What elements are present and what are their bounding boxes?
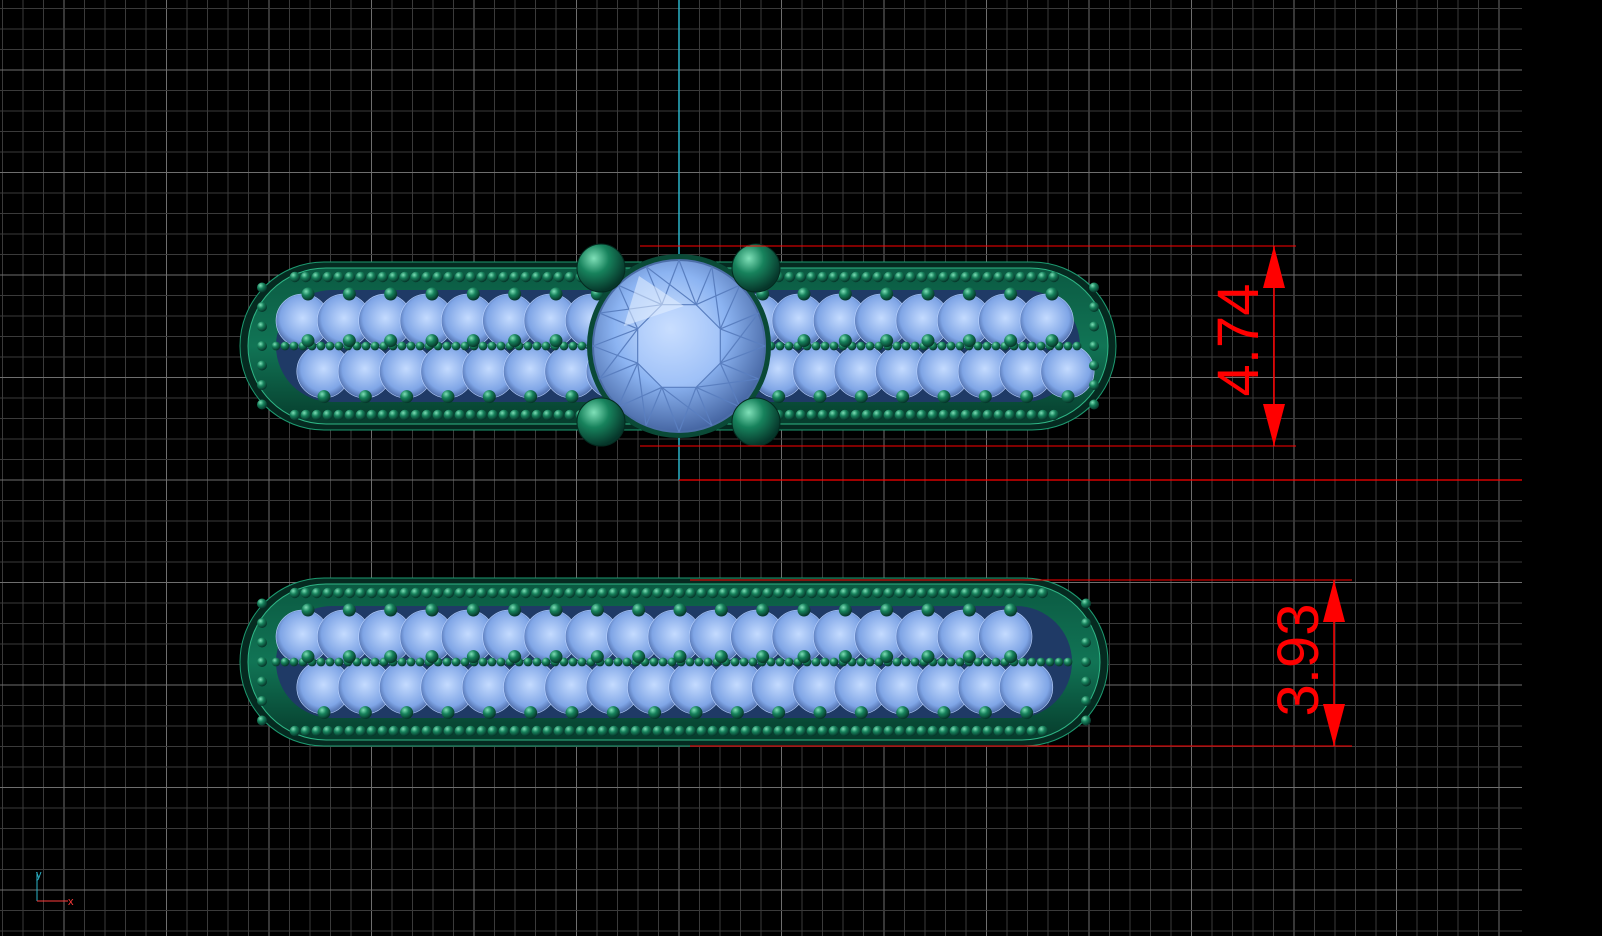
axis-indicator-x-label: x: [68, 896, 74, 908]
engagement-ring[interactable]: [239, 243, 1117, 447]
right-gutter: [1522, 0, 1602, 936]
dimension-label-wedding-band: 3.93: [1266, 604, 1331, 717]
prong-2: [731, 243, 781, 293]
axis-indicator: y x: [36, 869, 74, 908]
dimension-label-engagement-ring: 4.74: [1206, 284, 1271, 397]
dimension-annotations: 4.74 3.93: [640, 245, 1352, 747]
wedding-band[interactable]: [239, 577, 1109, 747]
viewport-canvas[interactable]: 4.74 3.93 y x: [0, 0, 1522, 936]
viewport[interactable]: 4.74 3.93 y x: [0, 0, 1522, 936]
prong-4: [731, 397, 781, 447]
grid: [0, 0, 1522, 936]
prong-1: [576, 243, 626, 293]
axis-indicator-y-label: y: [36, 869, 42, 881]
prong-3: [576, 397, 626, 447]
